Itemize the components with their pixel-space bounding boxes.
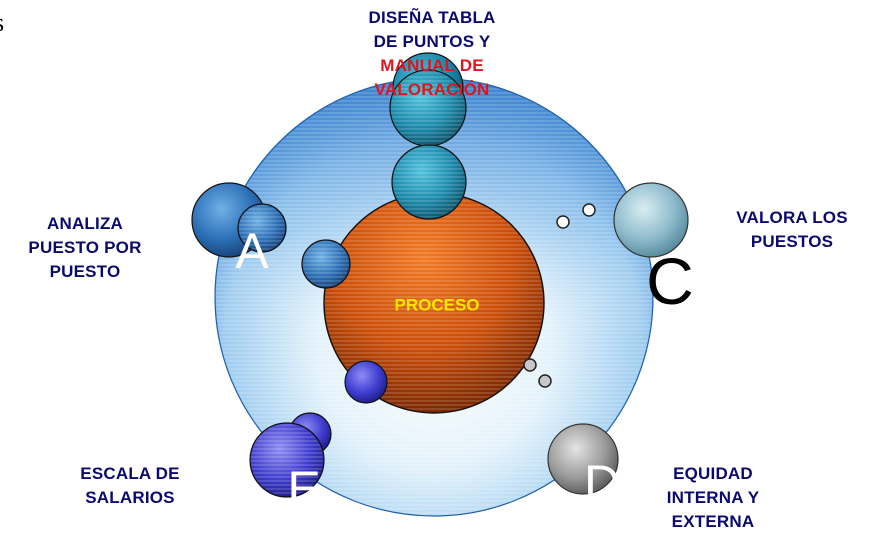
bubble-e-lines [251,424,323,496]
edge-fragment-text: s [0,8,4,38]
bubble-top-connector-lines [393,146,465,218]
bubble-c [613,182,689,258]
step-e-label: ESCALA DE SALARIOS [50,462,210,510]
step-b-line-2: DE PUNTOS Y [373,32,491,51]
bubble-e-connector [344,360,388,404]
step-c-line-2: PUESTOS [750,232,834,251]
step-e-letter: E [287,461,320,517]
step-d-letter: D [584,455,620,511]
bubble-a-lines [239,205,285,251]
step-c-label: VALORA LOS PUESTOS [712,206,872,254]
step-c-letter: C [646,244,694,318]
step-a-line-2: PUESTO POR [28,238,142,257]
step-b-label: DISEÑA TABLA DE PUNTOS Y MANUAL DE VALOR… [322,6,542,102]
center-process-label: PROCESO [394,295,479,314]
center-process-lines [325,194,543,412]
step-b-line-4: VALORACIÓN [374,80,490,99]
step-d-line-2: INTERNA Y [666,488,760,507]
step-b-line-3: MANUAL DE [380,56,484,75]
dot-c-1 [556,215,570,229]
bubble-d [547,423,619,495]
dot-d-1 [523,358,537,372]
step-a-letter: A [235,223,269,279]
bubble-top-lines [391,71,465,145]
step-b-line-1: DISEÑA TABLA [368,8,496,27]
step-c-line-1: VALORA LOS [736,208,848,227]
step-d-line-1: EQUIDAD [673,464,753,483]
step-e-line-1: ESCALA DE [80,464,180,483]
step-a-line-3: PUESTO [49,262,121,281]
step-a-line-1: ANALIZA [47,214,123,233]
step-a-label: ANALIZA PUESTO POR PUESTO [0,212,170,284]
bubble-a-connector-lines [303,241,349,287]
dot-d-2 [538,374,552,388]
step-d-line-3: EXTERNA [671,512,755,531]
step-d-label: EQUIDAD INTERNA Y EXTERNA [638,462,788,534]
step-e-line-2: SALARIOS [85,488,175,507]
dot-c-2 [582,203,596,217]
